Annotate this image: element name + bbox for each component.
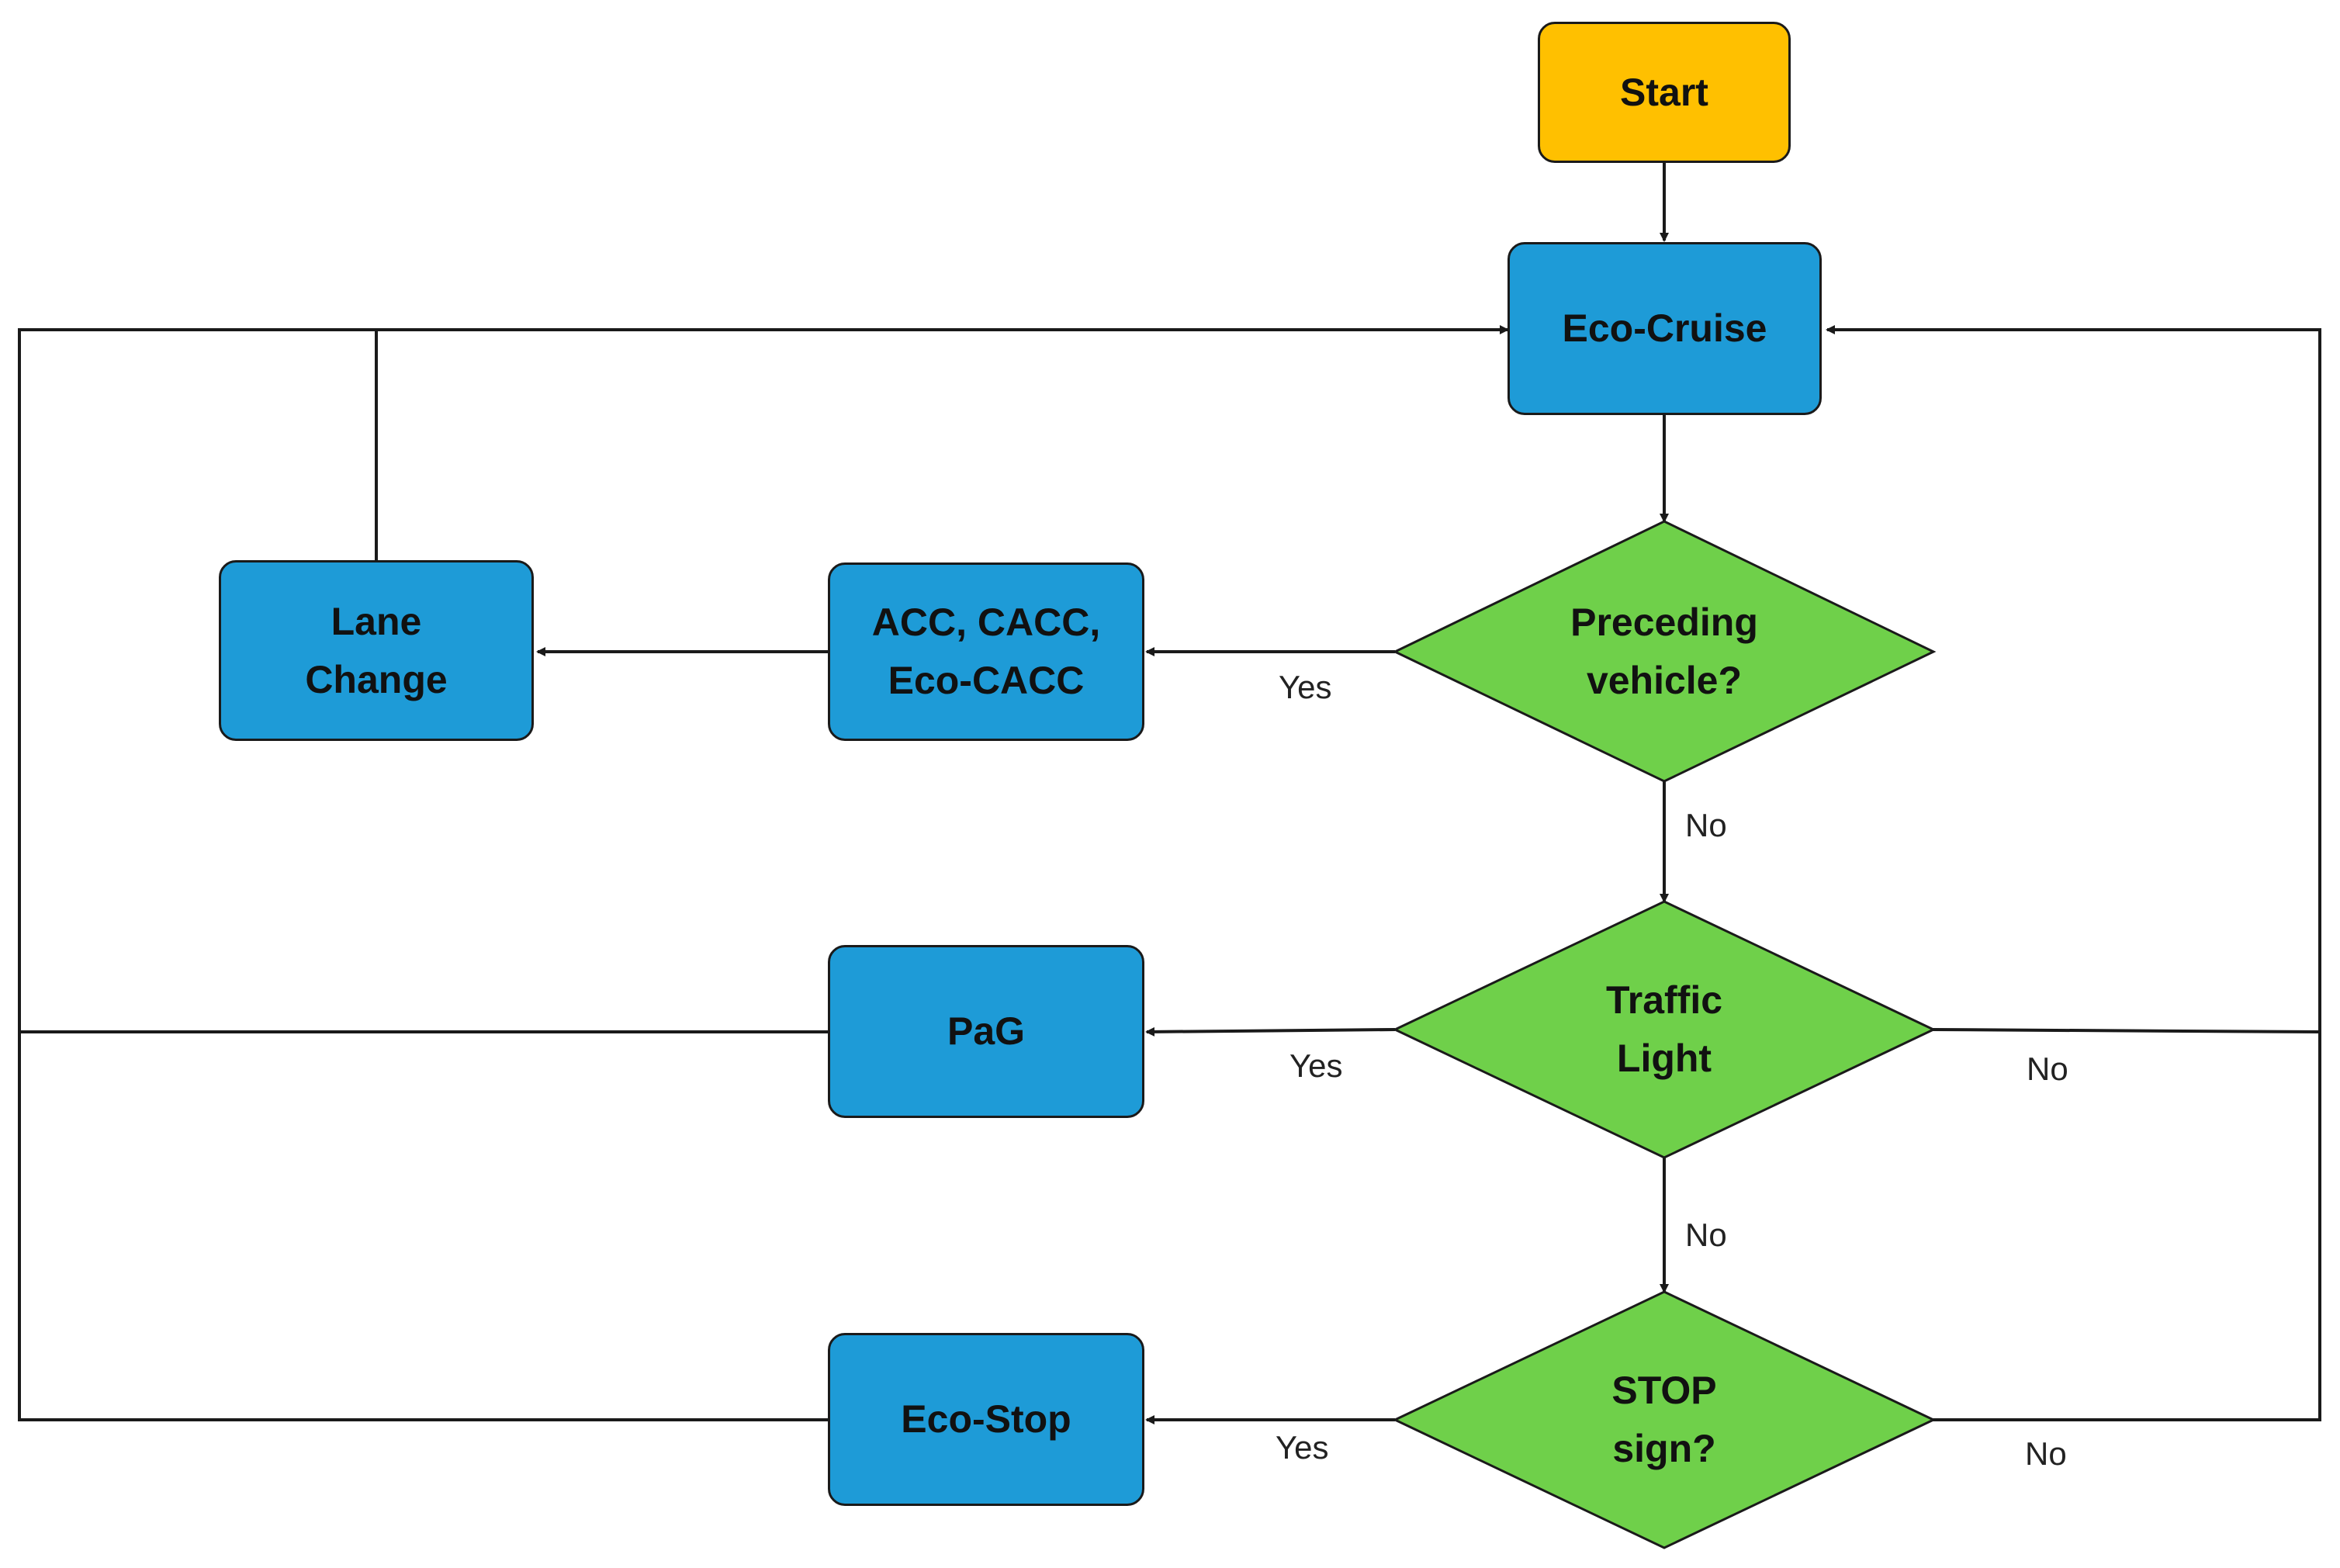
edge-left-loop (18, 325, 1509, 1033)
preceding-label-line1: Preceding (1570, 601, 1758, 644)
stop-sign-decision: STOP sign? (1473, 1342, 1856, 1497)
acc-node: ACC, CACC, Eco-CACC (828, 562, 1144, 741)
stop-sign-diamond (1392, 1290, 1937, 1549)
edge-eco-stop-loop (18, 1032, 828, 1421)
pag-node: PaG (828, 945, 1144, 1118)
edge-traffic-no-right (1931, 1028, 2321, 1033)
start-node: Start (1538, 22, 1791, 163)
stop-label-line1: STOP (1611, 1369, 1717, 1412)
lane-change-label-line2: Change (305, 657, 448, 701)
traffic-label-line2: Light (1616, 1037, 1712, 1080)
acc-label-line1: ACC, CACC, (871, 601, 1101, 644)
edge-traffic-yes-to-pag (1145, 1026, 1396, 1037)
edge-label-traffic-no-right: No (2027, 1051, 2068, 1087)
traffic-light-diamond (1392, 900, 1937, 1159)
edge-label-traffic-no-down: No (1685, 1217, 1727, 1253)
acc-label-line2: Eco-CACC (888, 659, 1085, 702)
traffic-label-line1: Traffic (1605, 978, 1723, 1022)
lane-change-node: Lane Change (219, 560, 534, 741)
preceding-label-line2: vehicle? (1586, 659, 1743, 702)
stop-label-line2: sign? (1612, 1427, 1716, 1470)
edge-label-stop-yes: Yes (1276, 1429, 1329, 1466)
lane-change-label-line1: Lane (331, 599, 422, 643)
eco-cruise-node: Eco-Cruise (1508, 242, 1822, 415)
preceding-vehicle-decision: Preceding vehicle? (1473, 574, 1856, 729)
pag-label: PaG (947, 1009, 1026, 1053)
edge-label-traffic-yes: Yes (1289, 1047, 1343, 1084)
edge-label-preceding-yes: Yes (1279, 669, 1332, 705)
preceding-diamond (1392, 520, 1937, 783)
start-label: Start (1620, 70, 1708, 114)
edge-label-stop-no: No (2025, 1435, 2067, 1472)
eco-stop-label: Eco-Stop (901, 1397, 1071, 1441)
eco-stop-node: Eco-Stop (828, 1333, 1144, 1506)
traffic-light-decision: Traffic Light (1473, 952, 1856, 1107)
edge-right-loop (1826, 325, 2321, 1421)
eco-cruise-label: Eco-Cruise (1562, 306, 1767, 350)
edge-label-preceding-no: No (1685, 807, 1727, 843)
